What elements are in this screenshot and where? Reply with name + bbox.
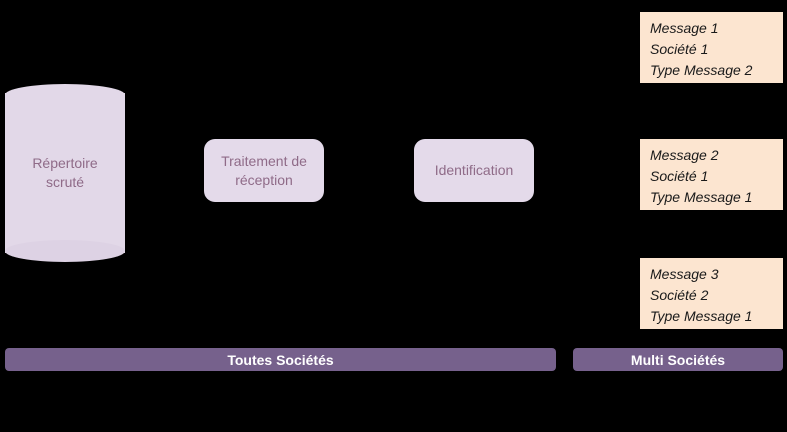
process-label-line1: Traitement de [221, 152, 307, 169]
process-traitement-reception[interactable]: Traitement de réception [204, 139, 324, 202]
scope-bar-toutes-societes[interactable]: Toutes Sociétés [5, 348, 556, 371]
message-societe: Société 1 [650, 168, 709, 184]
message-card-2[interactable]: Message 2 Société 1 Type Message 1 [640, 139, 783, 210]
message-societe: Société 1 [650, 41, 709, 57]
process-label-line2: réception [235, 171, 293, 188]
process-label-line1: Identification [434, 162, 514, 178]
process-identification[interactable]: Identification [414, 139, 534, 202]
message-societe: Société 2 [650, 287, 709, 303]
message-card-3[interactable]: Message 3 Société 2 Type Message 1 [640, 258, 783, 329]
message-type: Type Message 1 [650, 189, 753, 205]
database-label-line1: Répertoire [32, 155, 98, 171]
cylinder-body [5, 93, 125, 253]
cylinder-bottom-ellipse [5, 240, 125, 262]
database-label: Répertoire scruté [5, 84, 125, 262]
database-label-line2: scruté [45, 174, 85, 190]
scope-bar-label: Toutes Sociétés [227, 351, 334, 368]
scope-bar-label: Multi Sociétés [630, 351, 726, 368]
scope-bar-multi-societes[interactable]: Multi Sociétés [573, 348, 783, 371]
message-name: Message 2 [650, 147, 719, 163]
cylinder-top-ellipse [5, 84, 125, 106]
message-type: Type Message 2 [650, 62, 753, 78]
message-card-1[interactable]: Message 1 Société 1 Type Message 2 [640, 12, 783, 83]
database-repertoire-scrute[interactable]: Répertoire scruté [5, 84, 125, 262]
message-name: Message 1 [650, 20, 719, 36]
message-name: Message 3 [650, 266, 719, 282]
message-type: Type Message 1 [650, 308, 753, 324]
